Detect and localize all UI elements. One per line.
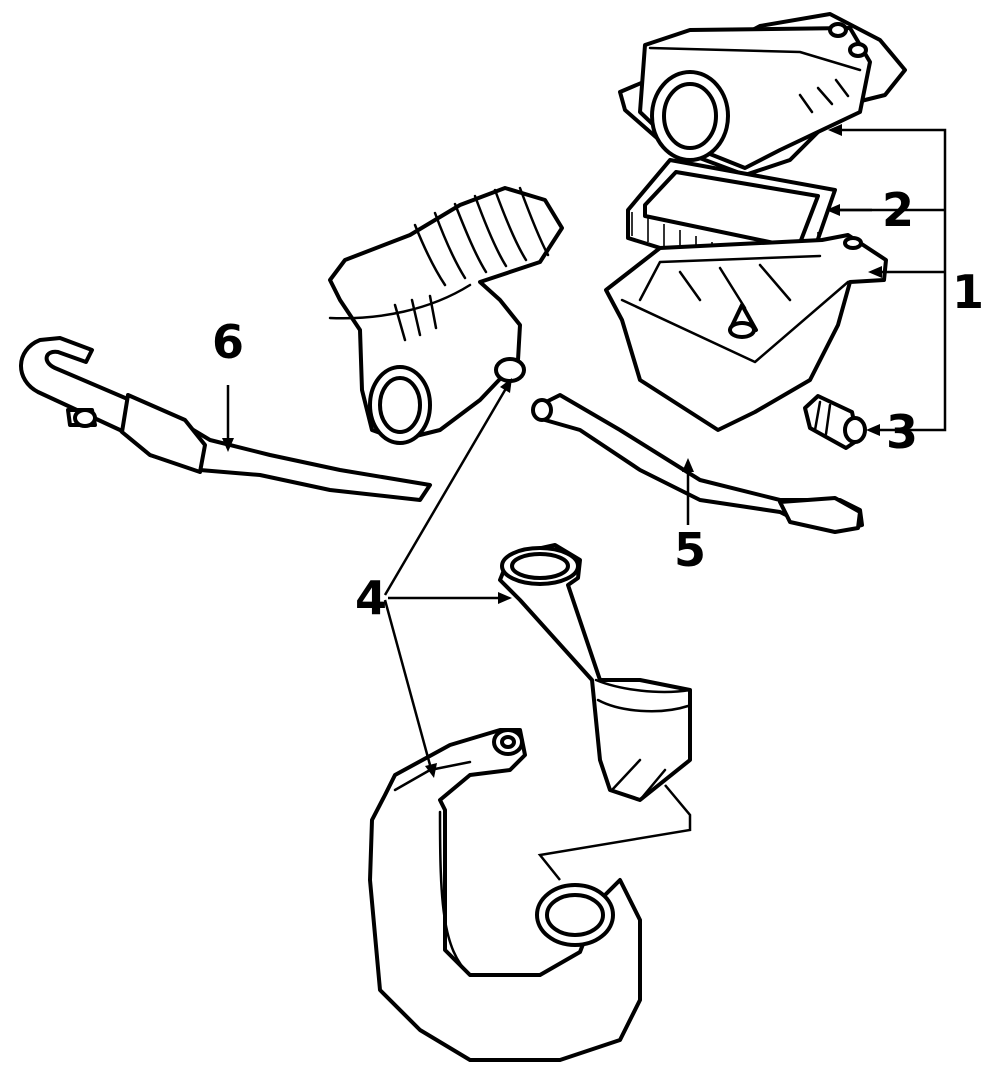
sensor-plug [803,394,867,450]
air-cleaner-housing [604,233,888,432]
duct-tube-upper [498,543,692,802]
leader-1 [828,124,947,436]
leader-2 [826,204,872,216]
callout-4: 4 [355,571,387,625]
assembly-connector-lines [537,784,692,881]
callout-2: 2 [882,183,914,237]
callout-3: 3 [886,405,918,459]
intake-duct [328,186,564,445]
duct-elbow-lower [368,728,642,1062]
hose-6 [19,336,432,502]
air-cleaner-cover [618,12,907,177]
leader-6 [222,385,234,452]
hose-5 [531,393,864,534]
leader-5 [682,458,694,525]
callout-5: 5 [674,523,706,577]
callout-6: 6 [212,315,244,369]
leader-4 [383,378,512,778]
callout-1: 1 [952,265,984,319]
